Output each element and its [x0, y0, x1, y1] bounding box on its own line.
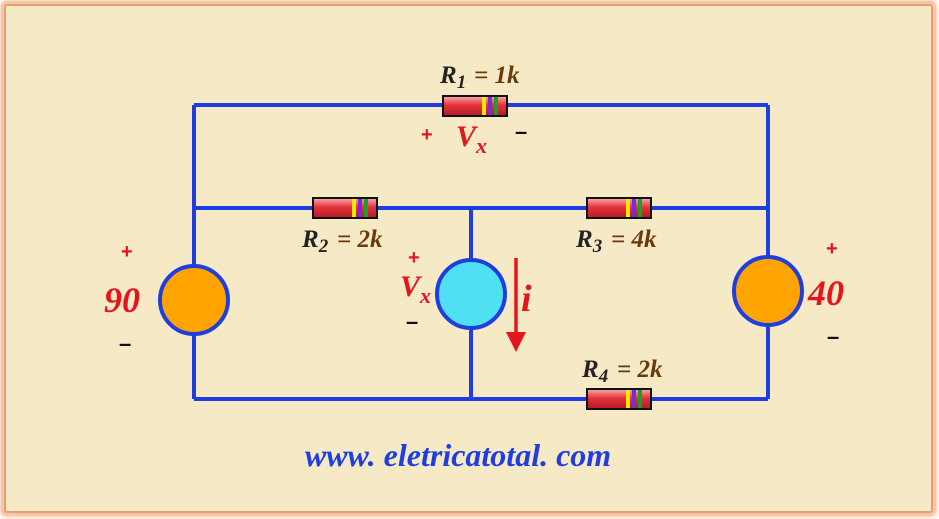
- vx-top-plus: +: [421, 124, 433, 146]
- r3-value: = 4k: [611, 226, 657, 253]
- source-right-minus: –: [827, 324, 839, 349]
- r1-label: R1: [439, 62, 466, 93]
- diagram-frame: R1 = 1k R2 = 2k R3 = 4k R4 = 2k + Vx – +…: [4, 4, 933, 513]
- vx-dep-minus: –: [406, 309, 418, 334]
- source-left-plus: +: [121, 241, 133, 263]
- resistor-r2: [312, 197, 378, 219]
- vx-dep-plus: +: [408, 247, 420, 269]
- footer-url: www. eletricatotal. com: [305, 437, 611, 473]
- r4-label: R4: [581, 356, 608, 387]
- source-right-plus: +: [826, 238, 838, 260]
- source-left-value: 90: [104, 280, 140, 320]
- source-left-minus: –: [119, 331, 131, 356]
- resistor-r3: [586, 197, 652, 219]
- source-right-value: 40: [807, 273, 844, 313]
- r2-value: = 2k: [337, 226, 383, 253]
- r2-label: R2: [301, 226, 329, 257]
- r1-value: = 1k: [474, 62, 520, 89]
- circuit-diagram: R1 = 1k R2 = 2k R3 = 4k R4 = 2k + Vx – +…: [104, 62, 844, 473]
- voltage-source-dependent: [435, 258, 507, 330]
- r3-label: R3: [575, 226, 602, 257]
- resistor-r1: [442, 95, 508, 117]
- vx-dep-label: Vx: [400, 270, 431, 308]
- vx-top-label: Vx: [456, 120, 487, 158]
- current-arrow: [506, 258, 526, 352]
- current-label: i: [521, 278, 532, 320]
- resistor-r4: [586, 388, 652, 410]
- voltage-source-right: [732, 255, 804, 327]
- vx-top-minus: –: [515, 119, 527, 144]
- r4-value: = 2k: [617, 356, 663, 383]
- voltage-source-left: [158, 264, 230, 336]
